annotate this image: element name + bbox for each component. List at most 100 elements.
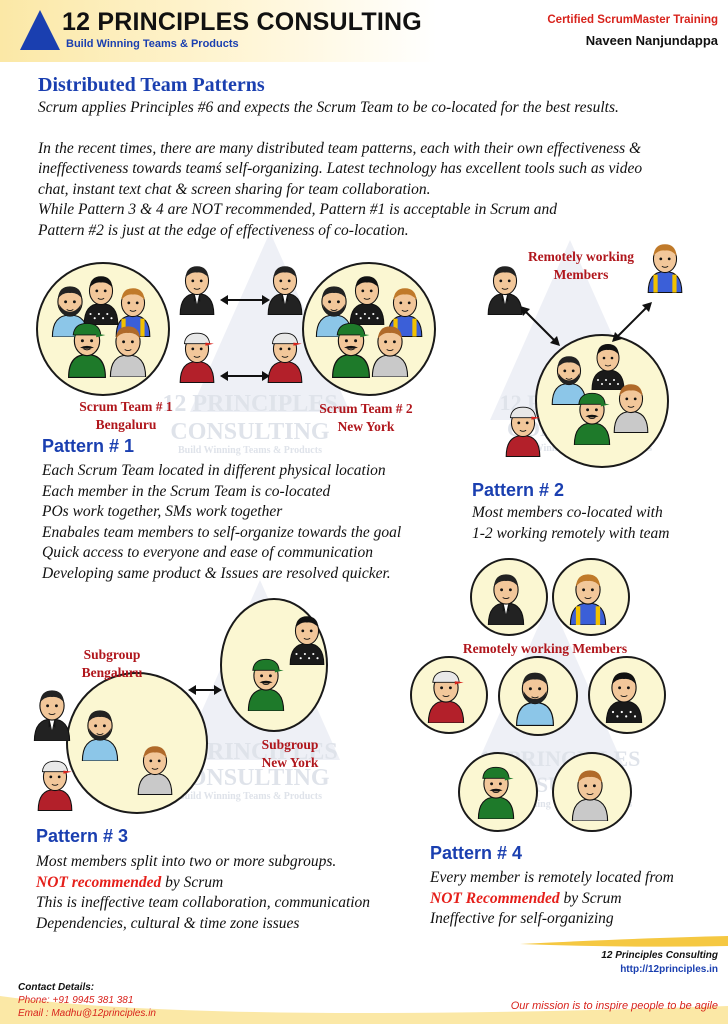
- pattern2-line: 1-2 working remotely with team: [472, 524, 670, 542]
- pattern3-title: Pattern # 3: [36, 826, 129, 846]
- pattern4-line: Ineffective for self-organizing: [430, 910, 614, 927]
- person-icon: [551, 356, 587, 405]
- person-icon: [37, 760, 73, 811]
- logo-triangle-icon: [20, 10, 60, 50]
- pattern2-remote-line: Remotely working: [527, 249, 635, 264]
- intro-line: In the recent times, there are many dist…: [38, 139, 642, 157]
- person-icon: [371, 326, 409, 377]
- person-icon: [267, 332, 303, 383]
- intro-line: While Pattern 3 & 4 are NOT recommended,…: [38, 201, 558, 218]
- subgroup1-label-line: Subgroup: [83, 647, 141, 662]
- pattern2-list: Most members co-located with 1-2 working…: [472, 503, 722, 544]
- pattern1-line: Developing same product & Issues are res…: [42, 564, 391, 582]
- intro-line: ineffectiveness towards teamś self-organ…: [38, 160, 643, 177]
- pattern2-title: Pattern # 2: [472, 480, 565, 500]
- pattern1-list: Each Scrum Team located in different phy…: [42, 461, 462, 584]
- double-arrow-icon: [220, 371, 270, 381]
- double-arrow-icon: [612, 302, 652, 342]
- person-icon: [332, 322, 370, 378]
- person-icon: [137, 746, 173, 795]
- person-icon: [289, 616, 325, 665]
- person-icon: [179, 332, 215, 383]
- pattern3-line: NOT recommended by Scrum: [36, 873, 416, 894]
- person-icon: [591, 344, 625, 390]
- pattern3-line-rest: by Scrum: [161, 873, 224, 891]
- subgroup2-label-line: Subgroup: [261, 737, 319, 752]
- footer-company: 12 Principles Consulting: [601, 950, 718, 961]
- person-icon: [349, 276, 385, 325]
- pattern4-list: Every member is remotely located from NO…: [430, 868, 720, 930]
- pattern1-line: Each Scrum Team located in different phy…: [42, 462, 386, 479]
- person-icon: [613, 384, 649, 433]
- page-title: Distributed Team Patterns: [38, 74, 265, 96]
- contact-title: Contact Details:: [18, 982, 95, 993]
- watermark-triangle-icon: [190, 232, 350, 412]
- subgroup2-label-line: New York: [261, 755, 319, 770]
- double-arrow-icon: [520, 306, 560, 346]
- pattern1-line: Quick access to everyone and ease of com…: [42, 544, 373, 561]
- team1-label-line: Bengaluru: [95, 417, 157, 432]
- footer-swoosh: [0, 936, 728, 1024]
- contact-email[interactable]: Email : Madhu@12principles.in: [18, 1008, 156, 1019]
- person-icon: [477, 766, 515, 819]
- person-icon: [573, 392, 611, 445]
- pattern4-title: Pattern # 4: [430, 843, 523, 863]
- pattern4-remote-label: Remotely working Members: [462, 641, 628, 656]
- person-icon: [81, 710, 119, 761]
- subgroup1-label-line: Bengaluru: [81, 665, 143, 680]
- intro-line: Pattern #2 is just at the edge of effect…: [38, 221, 409, 239]
- person-icon: [109, 326, 147, 377]
- not-recommended-text: NOT recommended: [36, 873, 162, 891]
- person-icon: [647, 244, 683, 293]
- person-icon: [179, 266, 215, 315]
- person-icon: [247, 658, 285, 711]
- pattern1-line: POs work together, SMs work together: [42, 503, 283, 520]
- subgroup1-label: Subgroup Bengaluru: [62, 646, 162, 682]
- pattern2-remote-line: Members: [553, 267, 609, 282]
- person-icon: [267, 266, 303, 315]
- brand-name: 12 PRINCIPLES CONSULTING: [62, 8, 422, 36]
- pattern4-line: Every member is remotely located from: [430, 869, 674, 886]
- mission-statement: Our mission is to inspire people to be a…: [510, 1000, 718, 1012]
- author-name: Naveen Nanjundappa: [585, 33, 718, 48]
- person-icon: [571, 770, 609, 821]
- footer-url[interactable]: http://12principles.in: [620, 964, 718, 975]
- pattern1-line: Each member in the Scrum Team is co-loca…: [42, 482, 331, 500]
- pattern4-line-rest: by Scrum: [559, 889, 622, 907]
- pattern2-line: Most members co-located with: [472, 504, 663, 521]
- person-icon: [505, 406, 541, 457]
- contact-phone: Phone: +91 9945 381 381: [18, 995, 134, 1006]
- pattern3-line: This is ineffective team collaboration, …: [36, 894, 371, 911]
- pattern4-line: NOT Recommended by Scrum: [430, 889, 720, 910]
- subgroup2-label: Subgroup New York: [240, 736, 340, 772]
- person-icon: [427, 670, 465, 723]
- brand-tagline: Build Winning Teams & Products: [66, 38, 239, 50]
- pattern1-title: Pattern # 1: [42, 436, 135, 456]
- double-arrow-icon: [220, 295, 270, 305]
- team1-label-line: Scrum Team # 1: [79, 399, 173, 414]
- pattern3-line: Most members split into two or more subg…: [36, 853, 337, 870]
- person-icon: [68, 322, 106, 378]
- person-icon: [516, 672, 554, 726]
- intro-text: Scrum applies Principles #6 and expects …: [38, 98, 718, 241]
- person-icon: [569, 574, 607, 625]
- header-band: [0, 0, 728, 62]
- team2-label: Scrum Team # 2 New York: [296, 400, 436, 436]
- person-icon: [387, 288, 423, 337]
- not-recommended-text: NOT Recommended: [430, 889, 560, 907]
- pattern2-remote-label: Remotely working Members: [506, 248, 656, 284]
- team1-label: Scrum Team # 1 Bengaluru: [56, 398, 196, 434]
- person-icon: [83, 276, 119, 325]
- double-arrow-icon: [188, 685, 222, 695]
- pattern1-line: Enabales team members to self-organize t…: [42, 523, 402, 541]
- intro-line: chat, instant text chat & screen sharing…: [38, 180, 431, 198]
- course-title: Certified ScrumMaster Training: [547, 14, 718, 26]
- person-icon: [33, 690, 71, 741]
- person-icon: [487, 574, 525, 625]
- pattern3-line: Dependencies, cultural & time zone issue…: [36, 914, 300, 932]
- pattern3-list: Most members split into two or more subg…: [36, 852, 416, 934]
- team2-label-line: New York: [337, 419, 395, 434]
- team2-label-line: Scrum Team # 2: [319, 401, 413, 416]
- person-icon: [487, 266, 523, 315]
- intro-line: Scrum applies Principles #6 and expects …: [38, 99, 619, 116]
